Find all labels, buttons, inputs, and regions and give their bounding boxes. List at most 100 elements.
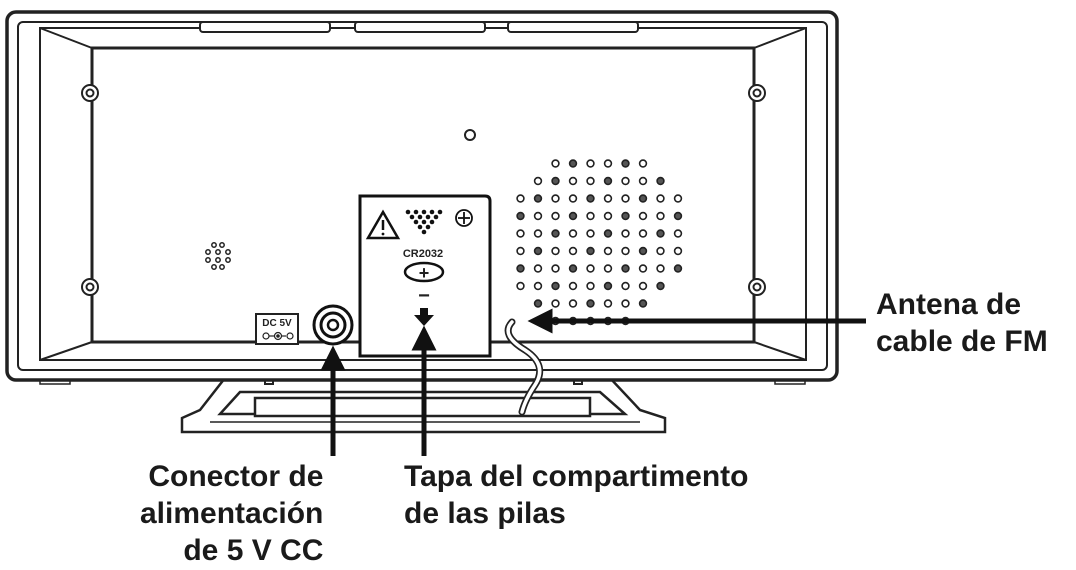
power-connector-callout: Conector de alimentación de 5 V CC	[140, 458, 323, 569]
speaker-hole	[603, 264, 613, 273]
power-callout-line: alimentación	[140, 497, 324, 530]
speaker-hole	[551, 246, 560, 256]
speaker-hole	[586, 299, 595, 308]
speaker-hole	[568, 176, 578, 186]
speaker-hole	[603, 159, 613, 168]
speaker-hole	[638, 264, 648, 273]
speaker-hole	[516, 281, 525, 291]
triangle-dot	[429, 209, 435, 215]
dc-jack-icon	[312, 304, 354, 346]
battery-plus-sign: +	[419, 263, 430, 283]
speaker-hole	[673, 194, 683, 203]
speaker-hole	[603, 281, 613, 291]
speaker-hole	[533, 176, 543, 186]
speaker-hole	[603, 176, 613, 186]
speaker-hole	[551, 159, 560, 168]
speaker-hole	[586, 229, 595, 238]
speaker-hole	[673, 264, 683, 273]
speaker-hole	[586, 159, 595, 168]
speaker-hole	[533, 246, 543, 256]
speaker-hole	[638, 159, 648, 168]
speaker-hole	[516, 264, 525, 273]
speaker-hole	[603, 299, 613, 308]
speaker-hole	[533, 211, 543, 221]
speaker-hole	[673, 246, 683, 256]
triangle-dot	[417, 214, 423, 220]
speaker-hole	[516, 246, 525, 256]
speaker-hole	[568, 264, 578, 273]
speaker-hole	[638, 176, 648, 186]
triangle-dot	[413, 209, 419, 215]
power-callout-line: de 5 V CC	[183, 534, 324, 567]
dc-input: DC 5V	[255, 313, 299, 345]
speaker-hole	[638, 281, 648, 291]
speaker-hole	[673, 211, 683, 221]
speaker-hole	[621, 229, 630, 238]
speaker-hole	[586, 264, 595, 273]
speaker-hole	[656, 246, 665, 256]
speaker-hole	[568, 159, 578, 168]
speaker-hole	[551, 229, 560, 238]
power-callout-line: Conector de	[148, 460, 324, 493]
antenna-callout: Antena de cable de FM	[876, 286, 1048, 360]
speaker-hole	[621, 176, 630, 186]
speaker-hole	[568, 246, 578, 256]
speaker-hole	[638, 229, 648, 238]
speaker-hole	[533, 264, 543, 273]
triangle-dot	[421, 219, 427, 225]
speaker-hole	[551, 264, 560, 273]
triangle-dot	[409, 214, 415, 220]
microphone-vent	[205, 242, 231, 270]
speaker-hole	[533, 299, 543, 308]
speaker-hole	[568, 299, 578, 308]
speaker-hole	[638, 194, 648, 203]
speaker-hole	[516, 194, 525, 203]
battery-cover: CR2032 + −	[358, 194, 492, 358]
speaker-hole	[656, 229, 665, 238]
speaker-hole	[568, 194, 578, 203]
speaker-hole	[551, 281, 560, 291]
speaker-hole	[621, 159, 630, 168]
speaker-hole	[533, 229, 543, 238]
triangle-dot	[417, 224, 423, 230]
speaker-hole	[656, 211, 665, 221]
speaker-hole	[603, 229, 613, 238]
speaker-hole	[551, 299, 560, 308]
triangle-dot	[425, 214, 431, 220]
battery-cover-callout: Tapa del compartimento de las pilas	[404, 458, 749, 532]
speaker-hole	[603, 246, 613, 256]
speaker-hole	[568, 229, 578, 238]
triangle-dot	[421, 229, 427, 235]
speaker-hole	[533, 281, 543, 291]
speaker-hole	[621, 299, 630, 308]
screw-icon	[455, 209, 473, 227]
speaker-hole	[533, 194, 543, 203]
speaker-hole	[656, 264, 665, 273]
polarity-icon	[262, 331, 294, 341]
speaker-hole	[586, 176, 595, 186]
speaker-hole	[656, 176, 665, 186]
speaker-hole	[656, 194, 665, 203]
speaker-hole	[586, 281, 595, 291]
speaker-hole	[568, 281, 578, 291]
warning-icon	[365, 209, 401, 240]
top-buttons	[199, 21, 639, 33]
battery-callout-line: Tapa del compartimento	[404, 460, 749, 493]
triangle-dot	[421, 209, 427, 215]
speaker-hole	[586, 211, 595, 221]
battery-minus-sign: −	[418, 285, 430, 307]
speaker-hole	[603, 211, 613, 221]
triangle-dot	[405, 209, 411, 215]
speaker-hole	[603, 194, 613, 203]
battery-model-label: CR2032	[403, 248, 443, 260]
speaker-hole	[621, 264, 630, 273]
speaker-hole	[516, 211, 525, 221]
dc-label: DC 5V	[262, 318, 292, 329]
speaker-hole	[586, 194, 595, 203]
screws	[81, 84, 766, 296]
speaker-hole	[621, 211, 630, 221]
triangle-dot	[429, 219, 435, 225]
speaker-hole	[568, 211, 578, 221]
triangle-dot	[413, 219, 419, 225]
